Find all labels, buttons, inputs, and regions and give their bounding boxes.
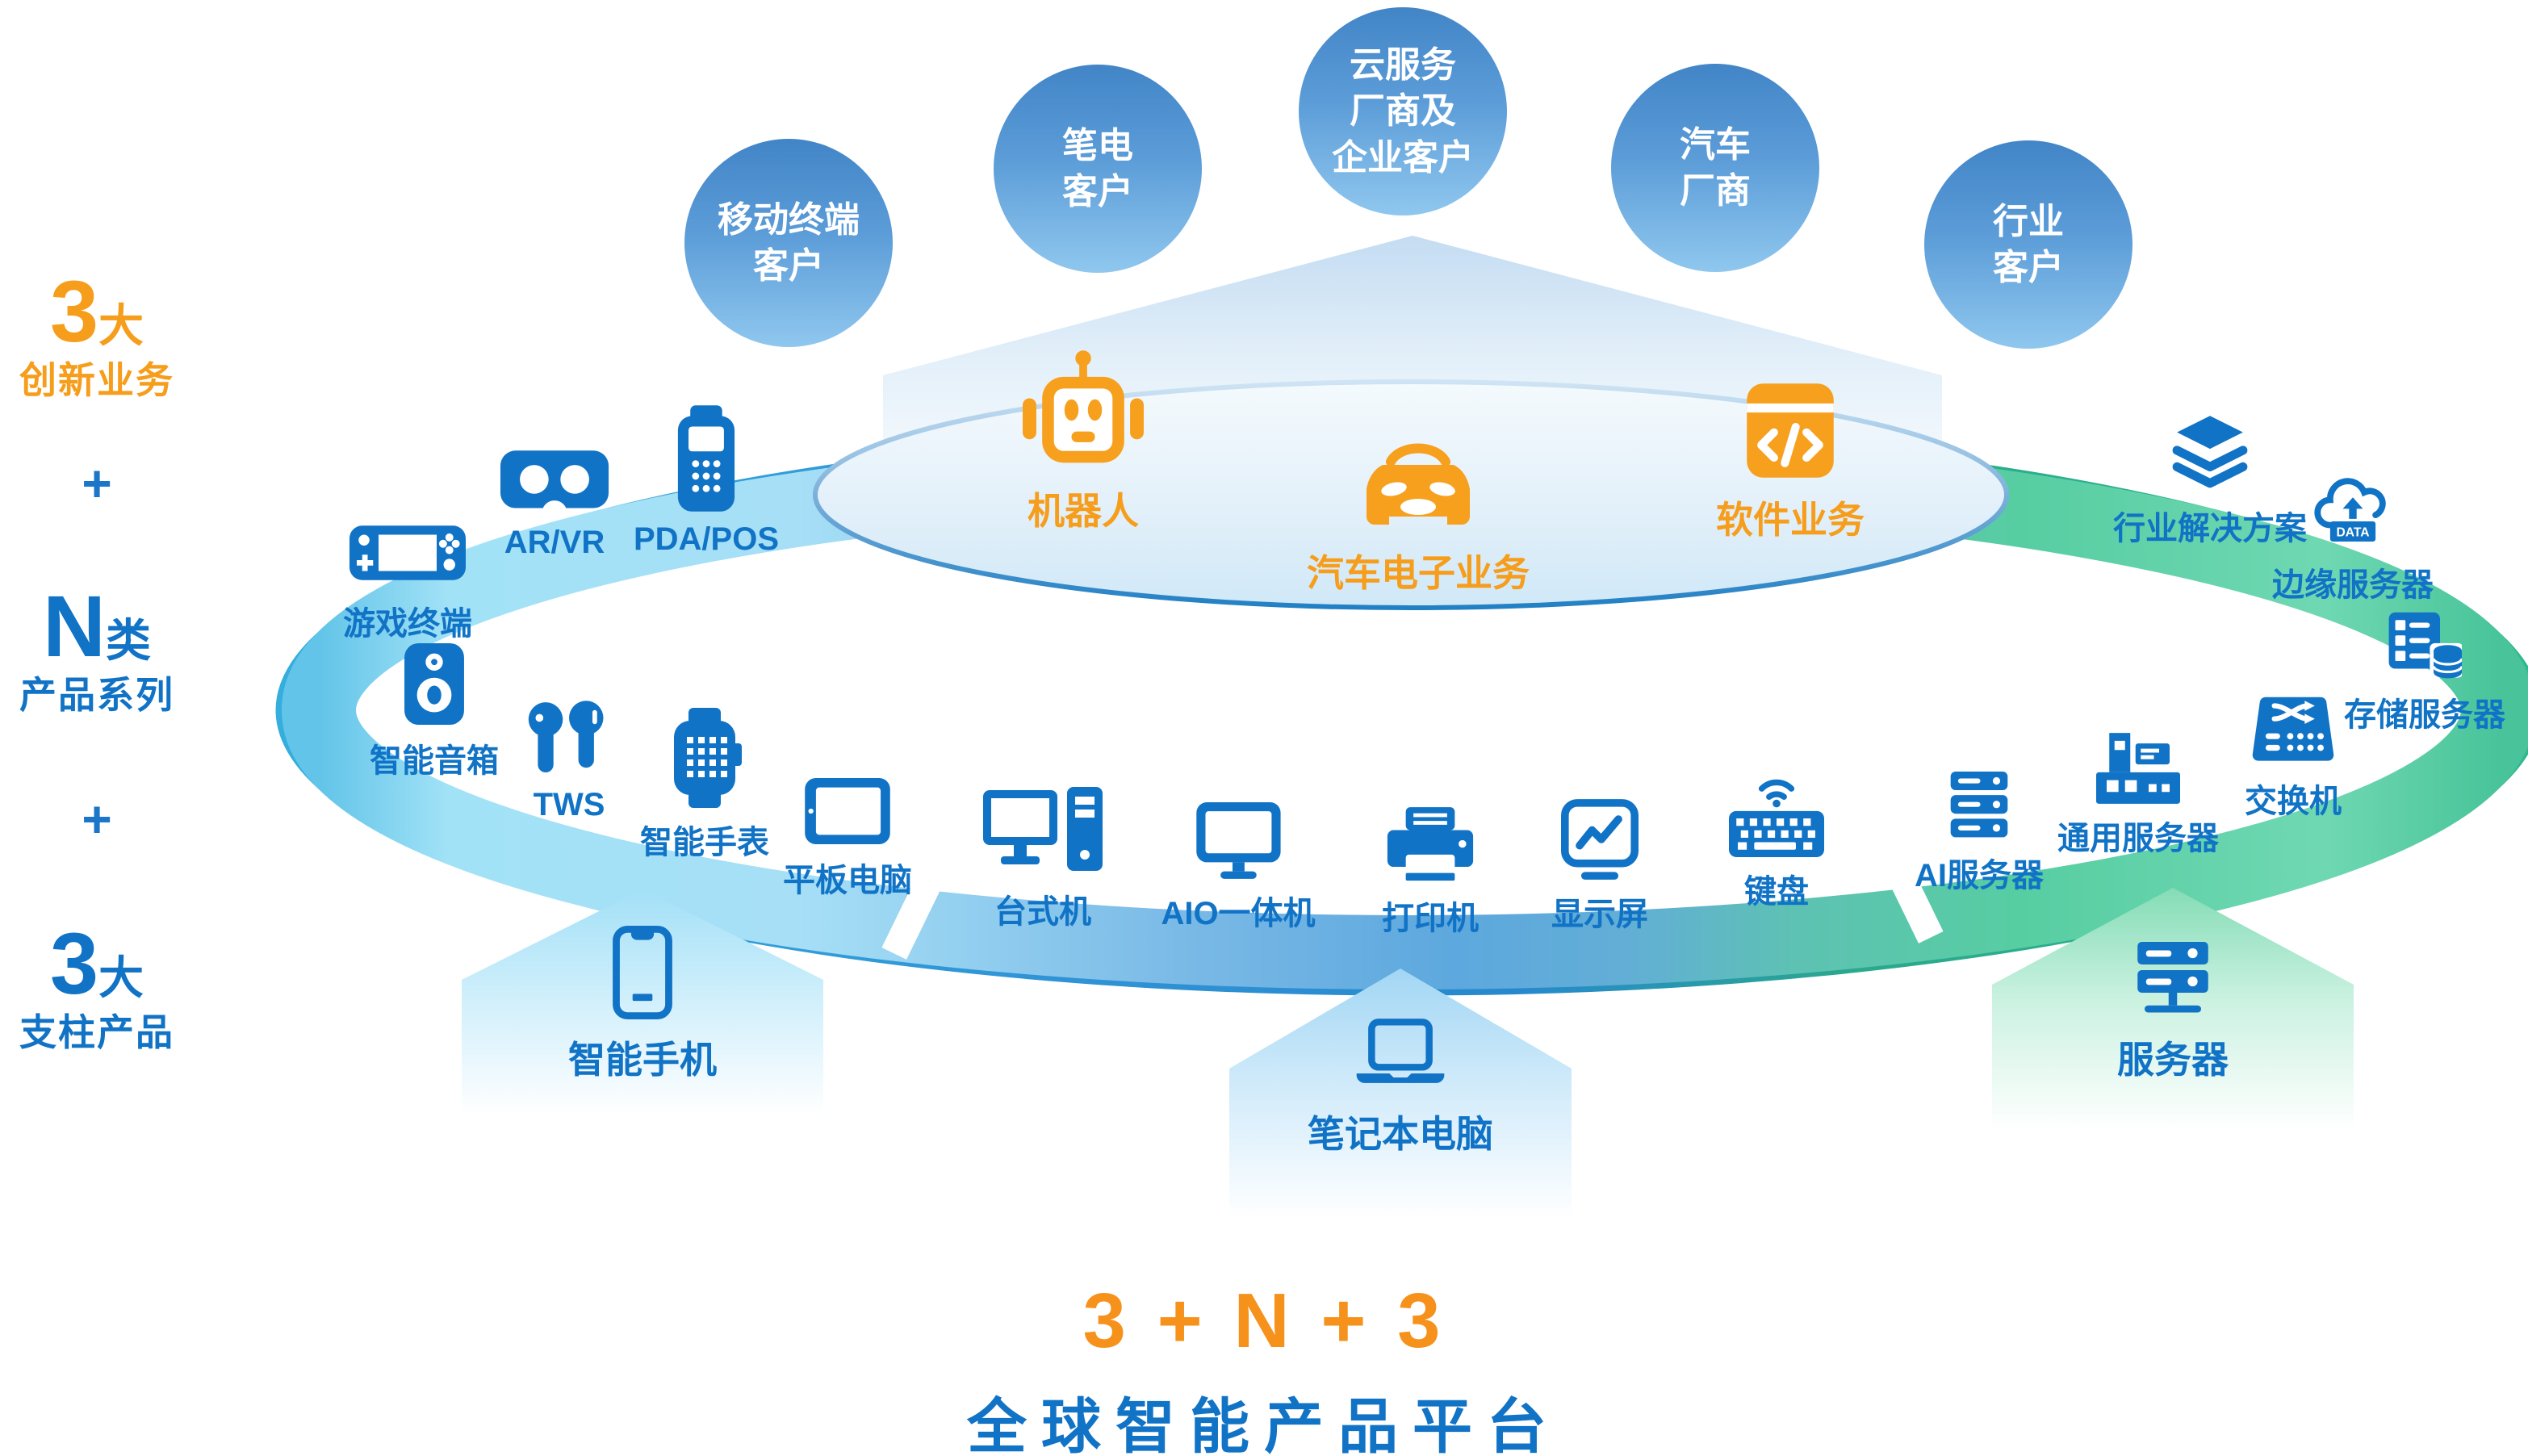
business-label: 机器人 (1028, 490, 1139, 532)
network-switch-icon (2252, 697, 2334, 761)
smartphone-icon (613, 926, 672, 1019)
ring-item-smart-speaker: 智能音箱 (370, 642, 499, 781)
ring-item-label: 智能手表 (640, 825, 769, 860)
monitor-icon (1561, 799, 1639, 880)
business-software: 软件业务 (1716, 382, 1865, 544)
robot-icon (1023, 350, 1144, 463)
ring-item-label: AR/VR (504, 525, 605, 560)
software-code-icon (1747, 383, 1834, 478)
ring-item-ar-vr: AR/VR (498, 446, 611, 561)
edge-server-cloud-icon: DATA (2314, 478, 2386, 542)
customer-mobile-terminal: 移动终端 客户 (684, 139, 893, 347)
customer-label: 笔电 客户 (1062, 125, 1133, 211)
ring-item-label: 存储服务器 (2344, 697, 2505, 733)
customer-auto-maker: 汽车 厂商 (1611, 64, 1819, 272)
pda-pos-icon (677, 405, 735, 512)
summary-innovation-number: 3大 (49, 262, 144, 360)
customer-label: 移动终端 客户 (718, 199, 860, 286)
summary-series: N类 产品系列 (0, 577, 194, 716)
ring-item-label: PDA/POS (633, 521, 780, 557)
customer-industry: 行业 客户 (1924, 140, 2132, 349)
summary-plus-2: + (82, 790, 112, 848)
customer-label: 汽车 厂商 (1680, 124, 1751, 211)
summary-series-number: N类 (43, 577, 151, 675)
formula-text: 3 + N + 3 (1082, 1278, 1446, 1364)
summary-pillar-number: 3大 (49, 914, 144, 1012)
data-badge: DATA (2336, 526, 2369, 540)
ring-item-label: AIO一体机 (1161, 896, 1316, 931)
car-icon (1367, 443, 1470, 525)
ring-item-tablet: 平板电脑 (783, 776, 912, 901)
ai-server-icon (1950, 772, 2008, 838)
aio-pc-icon (1195, 801, 1281, 879)
server-icon (2137, 942, 2208, 1013)
platform-title: 3 + N + 3 全球智能产品平台 (0, 1277, 2528, 1456)
ring-item-label: 游戏终端 (343, 606, 472, 642)
general-server-icon (2096, 733, 2180, 804)
ring-item-label: 边缘服务器 (2272, 567, 2434, 603)
summary-innovation-label: 创新业务 (19, 359, 174, 401)
ring-item-label: 键盘 (1744, 874, 1809, 910)
tablet-icon (805, 777, 890, 845)
summary-pillar-label: 支柱产品 (19, 1011, 174, 1053)
ring-item-printer: 打印机 (1382, 807, 1479, 939)
ring-item-general-server: 通用服务器 (2057, 733, 2219, 859)
ring-gap-left (881, 824, 967, 960)
ring-item-aio: AIO一体机 (1161, 801, 1316, 934)
ring-item-label: AI服务器 (1915, 858, 2044, 893)
customer-label: 行业 客户 (1993, 201, 2064, 287)
summary-pillar: 3大 支柱产品 (0, 914, 194, 1053)
business-label: 软件业务 (1716, 499, 1865, 541)
solution-layers-icon (2172, 416, 2248, 488)
keyboard-icon (1729, 779, 1824, 857)
business-automotive: 汽车电子业务 (1307, 436, 1530, 597)
ring-item-keyboard: 键盘 (1729, 771, 1824, 912)
customer-label: 云服务 厂商及 企业客户 (1332, 45, 1474, 178)
ar-vr-headset-icon (500, 450, 609, 517)
ring-item-label: 智能音箱 (370, 743, 499, 779)
game-console-icon (349, 525, 466, 580)
ring-item-edge-server: DATA 边缘服务器 (2272, 475, 2434, 605)
ring-item-label: 通用服务器 (2057, 821, 2219, 856)
ring-item-label: TWS (533, 787, 605, 822)
summary-plus-1: + (82, 454, 112, 513)
storage-server-icon (2388, 612, 2462, 679)
ring-item-desktop: 台式机 (983, 787, 1103, 932)
pillar-label: 服务器 (2117, 1039, 2229, 1081)
ring-item-monitor: 显示屏 (1551, 799, 1648, 935)
ring-item-smartwatch: 智能手表 (640, 708, 769, 863)
smartwatch-icon (674, 708, 742, 808)
ring-item-switch: 交换机 (2245, 694, 2342, 822)
ring-item-label: 行业解决方案 (2113, 511, 2307, 546)
ring-item-label: 交换机 (2245, 784, 2342, 819)
ring-item-label: 打印机 (1382, 901, 1479, 936)
customer-cloud-enterprise: 云服务 厂商及 企业客户 (1299, 7, 1507, 215)
printer-icon (1387, 807, 1474, 881)
smart-speaker-icon (404, 642, 464, 726)
desktop-pc-icon (983, 787, 1103, 871)
summary-series-label: 产品系列 (19, 674, 174, 716)
ring-item-game-console: 游戏终端 (343, 517, 472, 644)
platform-name: 全球智能产品平台 (967, 1393, 1561, 1456)
ring-item-tws: TWS (524, 701, 614, 823)
ring-gap-right (1858, 808, 1944, 943)
business-label: 汽车电子业务 (1307, 552, 1530, 594)
pillar-label: 笔记本电脑 (1308, 1113, 1493, 1155)
customer-notebook: 笔电 客户 (994, 65, 1202, 273)
ring-item-label: 平板电脑 (783, 863, 912, 898)
pillar-label: 智能手机 (568, 1039, 717, 1081)
laptop-icon (1356, 1019, 1445, 1083)
business-robot: 机器人 (1019, 349, 1148, 535)
summary-innovation: 3大 创新业务 (0, 262, 194, 401)
ring-item-label: 台式机 (994, 894, 1091, 930)
ring-item-pda-pos: PDA/POS (634, 404, 779, 558)
ring-item-label: 显示屏 (1551, 897, 1648, 932)
ring-item-industry-solution: 行业解决方案 (2113, 416, 2307, 549)
tws-earbuds-icon (528, 701, 604, 773)
ring-item-ai-server: AI服务器 (1915, 772, 2044, 896)
ring-item-storage-server: 存储服务器 (2344, 611, 2505, 735)
